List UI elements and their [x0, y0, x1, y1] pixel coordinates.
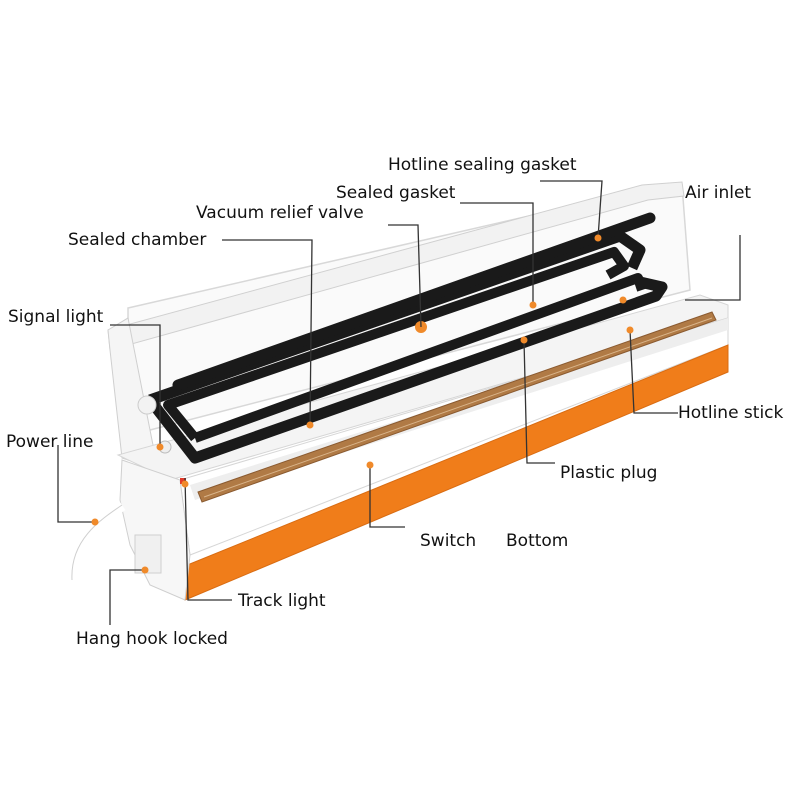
- power-cord: [65, 500, 126, 581]
- hang-hook: [134, 534, 162, 574]
- outer-gasket-top: [148, 230, 646, 406]
- marker-hotline-stick: [626, 326, 634, 334]
- leader-air-inlet: [685, 235, 741, 301]
- vacuum-sealer-device: [65, 181, 729, 601]
- marker-hang-hook: [141, 566, 149, 574]
- leader-vacuum-relief-valve: [388, 224, 422, 328]
- leader-hotline-stick: [629, 329, 678, 414]
- label-bottom: Bottom: [506, 531, 568, 551]
- marker-track-light: [181, 480, 189, 488]
- label-power-line: Power line: [6, 432, 93, 452]
- signal-light-dot: [137, 395, 157, 415]
- marker-hotline-sealing-gasket: [594, 234, 602, 242]
- leader-lines: [57, 180, 741, 625]
- marker-switch: [366, 461, 374, 469]
- label-sealed-chamber: Sealed chamber: [68, 230, 206, 250]
- label-switch: Switch: [420, 531, 476, 551]
- power-cord-outline: [71, 504, 123, 581]
- label-sealed-gasket: Sealed gasket: [336, 183, 456, 203]
- label-hotline-sealing-gasket: Hotline sealing gasket: [388, 155, 577, 175]
- hotline-strip: [197, 311, 717, 503]
- marker-sealed-gasket: [529, 301, 537, 309]
- base-left-end: [119, 459, 191, 601]
- leader-sealed-chamber: [222, 239, 313, 426]
- marker-sealed-chamber: [306, 421, 314, 429]
- track-light-dot: [180, 478, 186, 484]
- leader-hang-hook: [109, 569, 145, 625]
- leader-plastic-plug: [523, 339, 555, 464]
- leader-markers: [91, 234, 634, 574]
- inner-gasket: [163, 247, 629, 442]
- label-hang-hook-locked: Hang hook locked: [76, 629, 228, 649]
- hotline-sealing-gasket-bar: [172, 212, 656, 391]
- label-air-inlet: Air inlet: [685, 183, 751, 203]
- leader-track-light: [184, 477, 232, 601]
- callout-labels: Hotline sealing gasket Sealed gasket Air…: [6, 155, 784, 649]
- leader-power-line: [57, 445, 95, 523]
- leader-sealed-gasket: [460, 202, 534, 305]
- inner-gasket-lower: [193, 273, 647, 443]
- marker-air-inlet: [619, 296, 627, 304]
- label-signal-light: Signal light: [8, 307, 104, 327]
- label-track-light: Track light: [237, 591, 326, 611]
- marker-signal-light: [156, 443, 164, 451]
- leader-signal-light: [110, 324, 161, 447]
- outer-gasket: [145, 276, 668, 464]
- leader-hotline-sealing-gasket: [540, 180, 603, 239]
- marker-power-line: [91, 518, 99, 526]
- marker-plastic-plug: [520, 336, 528, 344]
- label-hotline-stick: Hotline stick: [678, 403, 784, 423]
- label-vacuum-relief-valve: Vacuum relief valve: [196, 203, 364, 223]
- leader-switch: [369, 465, 405, 528]
- label-plastic-plug: Plastic plug: [560, 463, 657, 483]
